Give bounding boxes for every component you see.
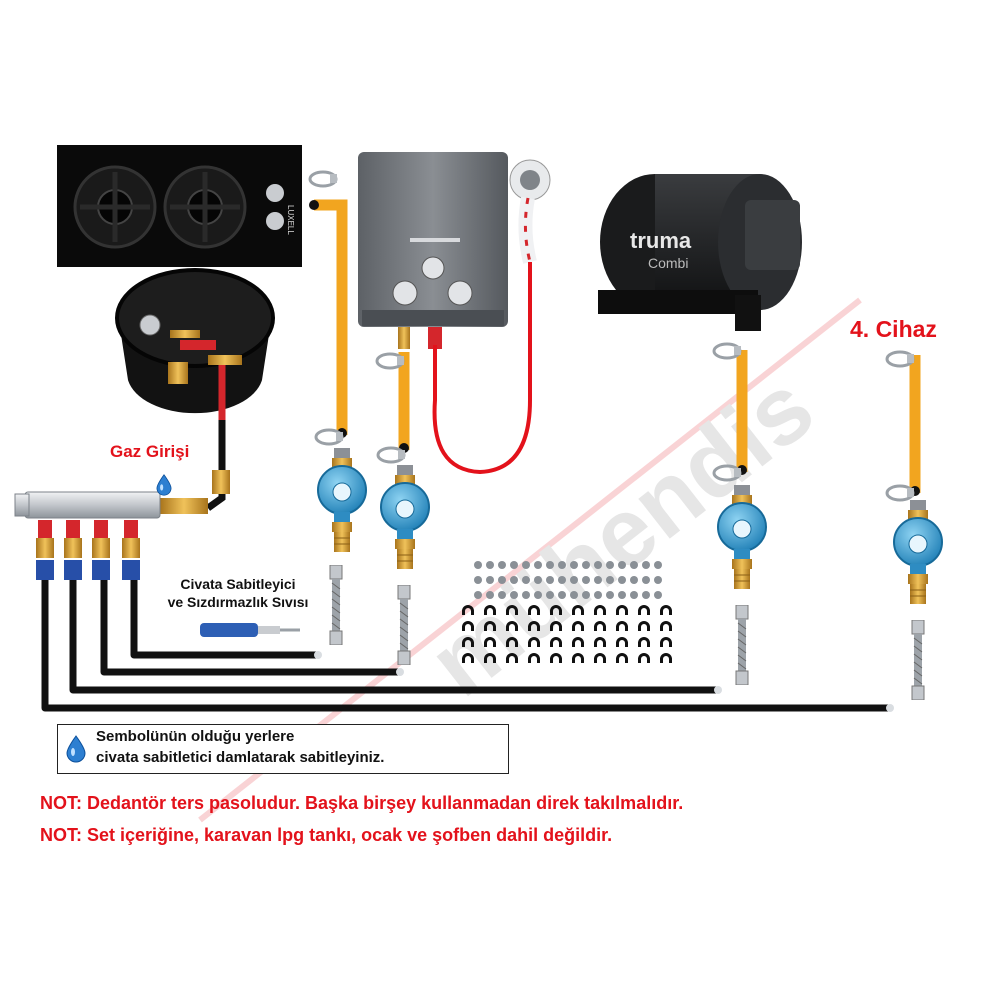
screw — [618, 576, 626, 584]
drop-icon — [66, 735, 86, 763]
water-heater — [358, 152, 508, 349]
screw — [606, 591, 614, 599]
screw — [630, 591, 638, 599]
screw — [570, 576, 578, 584]
screw — [474, 561, 482, 569]
gas-stove: LUXELL — [57, 145, 302, 267]
screw — [510, 576, 518, 584]
screw — [558, 591, 566, 599]
screw — [510, 561, 518, 569]
gas-manifold — [15, 492, 160, 580]
stove-brand: LUXELL — [286, 205, 295, 235]
thread-locker-tube — [200, 623, 300, 637]
thread-locker-label-line1: Civata Sabitleyici — [180, 576, 295, 592]
symbol-note-line2: civata sabitletici damlatarak sabitleyin… — [96, 749, 384, 766]
pipe-clip — [594, 653, 606, 663]
truma-model: Combi — [648, 255, 688, 271]
screw — [498, 576, 506, 584]
screw — [474, 591, 482, 599]
regulator-4 — [894, 500, 942, 604]
stove-knob-1 — [266, 184, 284, 202]
screw — [594, 591, 602, 599]
screw — [606, 576, 614, 584]
screw — [642, 561, 650, 569]
thread-locker-label-line2: ve Sızdırmazlık Sıvısı — [168, 594, 309, 610]
symbol-note-box: Sembolünün olduğu yerlere civata sabitle… — [57, 724, 509, 774]
screw — [522, 561, 530, 569]
screw — [558, 576, 566, 584]
screw — [486, 561, 494, 569]
note-2: NOT: Set içeriğine, karavan lpg tankı, o… — [40, 825, 612, 846]
pipe-clip — [638, 605, 650, 615]
pipe-clip — [660, 621, 672, 631]
screw — [522, 591, 530, 599]
pipe-clip — [660, 605, 672, 615]
pipe-clip — [616, 621, 628, 631]
screw — [510, 591, 518, 599]
screw — [498, 591, 506, 599]
screw — [486, 591, 494, 599]
screw — [618, 591, 626, 599]
pipe-clip — [638, 621, 650, 631]
note-1: NOT: Dedantör ters pasoludur. Başka birş… — [40, 793, 683, 814]
screw — [654, 576, 662, 584]
screw — [558, 561, 566, 569]
lpg-tank — [117, 270, 273, 420]
screw — [606, 561, 614, 569]
screw — [570, 561, 578, 569]
screw — [534, 561, 542, 569]
screw — [594, 576, 602, 584]
screw — [654, 561, 662, 569]
screw — [582, 561, 590, 569]
screw — [654, 591, 662, 599]
screw — [534, 576, 542, 584]
screw — [474, 576, 482, 584]
symbol-note-line1: Sembolünün olduğu yerlere — [96, 728, 294, 745]
screw — [630, 561, 638, 569]
stove-knob-2 — [266, 212, 284, 230]
pipe-clip — [572, 653, 584, 663]
pipe-clip — [616, 605, 628, 615]
screw — [534, 591, 542, 599]
thread-locker-label: Civata Sabitleyici ve Sızdırmazlık Sıvıs… — [158, 575, 318, 611]
pipe-clip — [594, 637, 606, 647]
regulator-1 — [318, 448, 366, 552]
device-4-label: 4. Cihaz — [850, 316, 937, 343]
pipe-clip — [616, 637, 628, 647]
screw — [522, 576, 530, 584]
screw — [498, 561, 506, 569]
screw — [546, 576, 554, 584]
manifold-valve — [38, 520, 138, 538]
truma-combi-heater: truma Combi — [598, 174, 802, 331]
screw — [486, 576, 494, 584]
pipe-clip — [660, 637, 672, 647]
gas-inlet-pipe — [160, 420, 230, 514]
screw — [618, 561, 626, 569]
screw — [594, 561, 602, 569]
pipe-clip — [638, 637, 650, 647]
screw — [630, 576, 638, 584]
regulator-2 — [381, 465, 429, 569]
pipe-clip — [638, 653, 650, 663]
screw — [582, 576, 590, 584]
screw — [546, 561, 554, 569]
screw — [582, 591, 590, 599]
screw — [642, 591, 650, 599]
screw — [570, 591, 578, 599]
screw — [642, 576, 650, 584]
screw — [546, 591, 554, 599]
truma-logo: truma — [630, 228, 692, 253]
gas-inlet-label: Gaz Girişi — [110, 442, 189, 462]
pipe-clip — [660, 653, 672, 663]
drop-icon — [157, 475, 171, 495]
pipe-clip — [616, 653, 628, 663]
